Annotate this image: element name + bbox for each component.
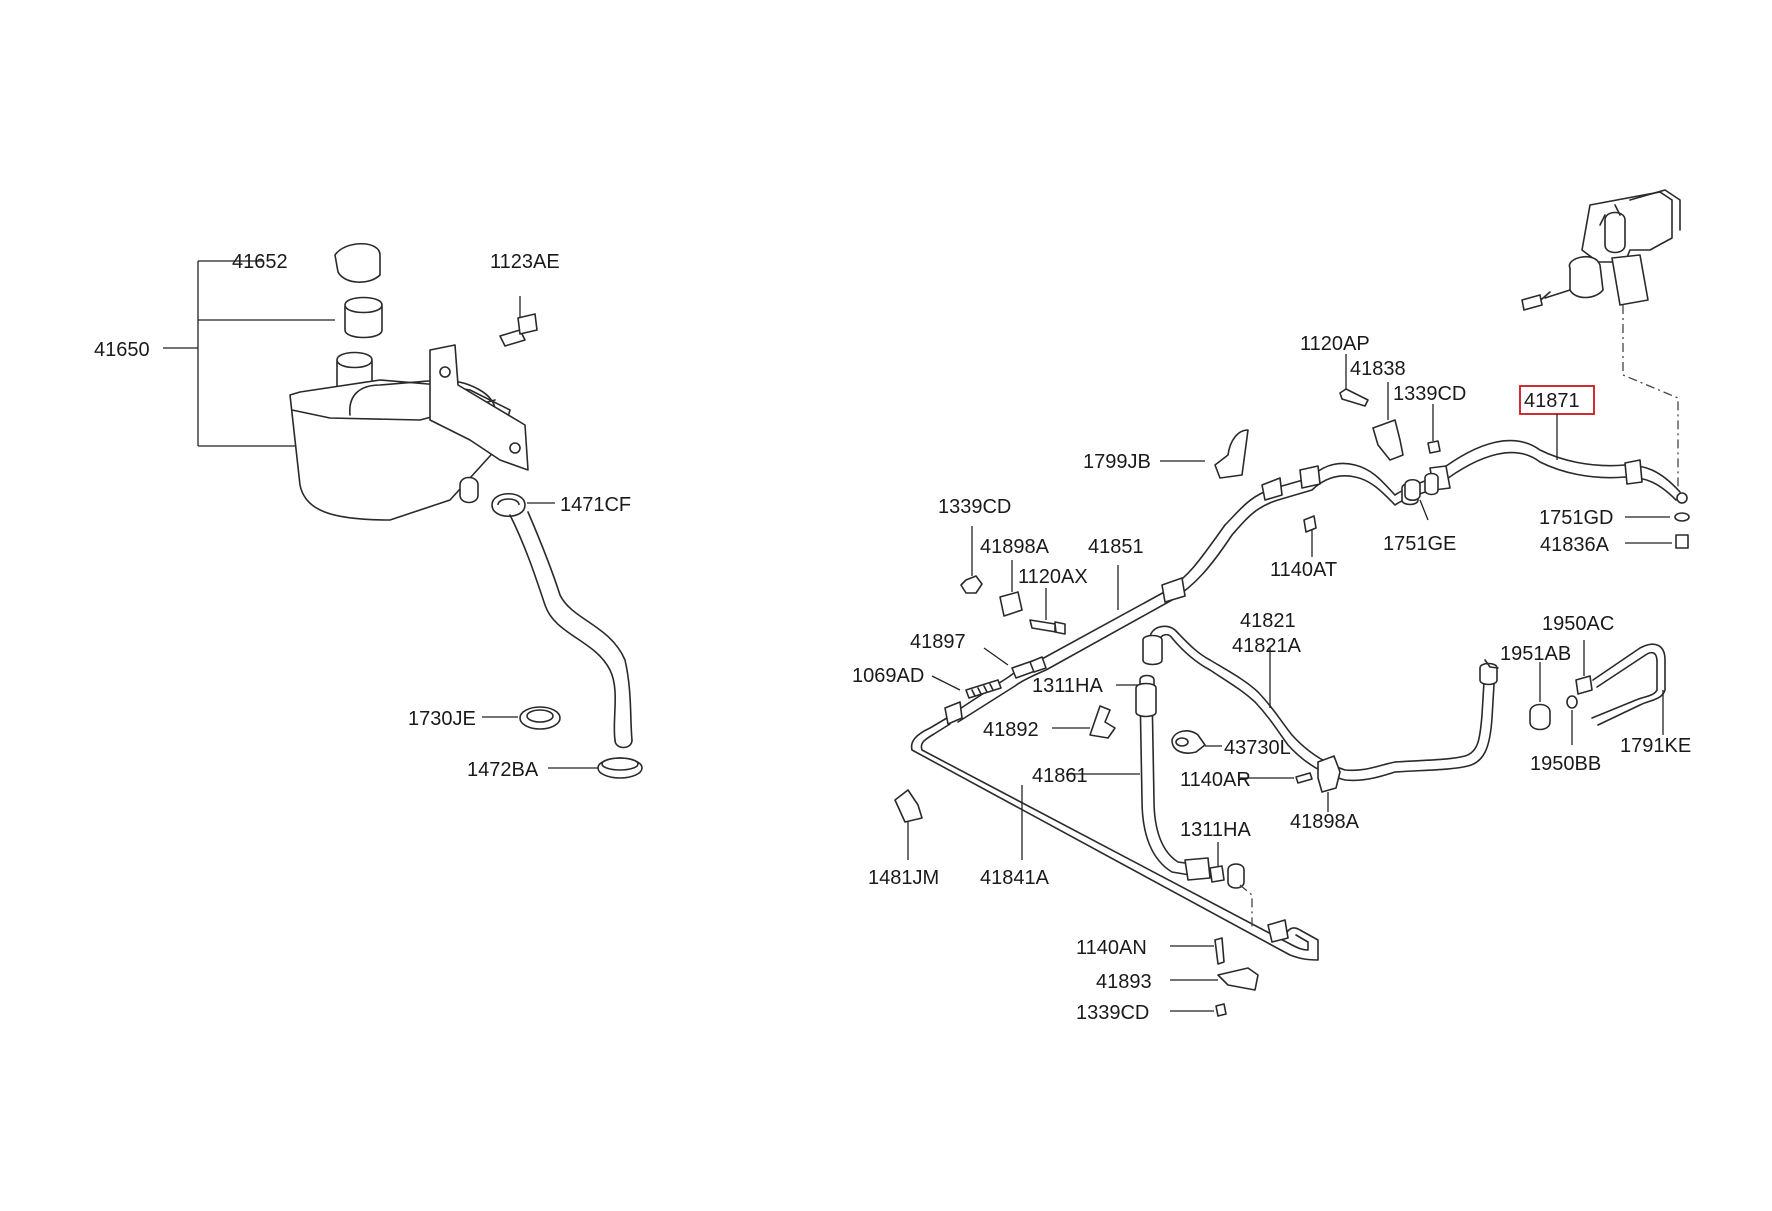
label-1950BB[interactable]: 1950BB <box>1530 753 1601 775</box>
washer-1751GD-icon[interactable] <box>1674 512 1690 522</box>
reservoir-cap-icon[interactable] <box>334 243 381 283</box>
pipe-41821 <box>1142 625 1499 782</box>
label-41838[interactable]: 41838 <box>1350 358 1406 380</box>
bolt-1140AT-icon[interactable] <box>1303 515 1317 533</box>
label-41893[interactable]: 41893 <box>1096 971 1152 993</box>
bolt-1140AR-icon[interactable] <box>1295 772 1313 784</box>
fitting-1751GE-icon[interactable] <box>1404 472 1439 502</box>
label-41897[interactable]: 41897 <box>910 631 966 653</box>
label-41871[interactable]: 41871 <box>1524 390 1580 412</box>
bolt-1120AP-icon[interactable] <box>1339 388 1369 407</box>
master-cylinder-group <box>1521 189 1681 490</box>
clamp-1471CF-icon[interactable] <box>491 492 526 518</box>
label-1730JE[interactable]: 1730JE <box>408 708 476 730</box>
label-41892[interactable]: 41892 <box>983 719 1039 741</box>
clamp-1472BA-icon[interactable] <box>597 757 643 779</box>
label-1751GE[interactable]: 1751GE <box>1383 533 1456 555</box>
label-1069AD[interactable]: 1069AD <box>852 665 924 687</box>
label-1140AN[interactable]: 1140AN <box>1076 937 1147 959</box>
label-1791KE[interactable]: 1791KE <box>1620 735 1691 757</box>
fitting-1950AC-icon[interactable] <box>1575 675 1593 695</box>
clip-41898A-b-icon[interactable] <box>1317 755 1341 793</box>
nut-1339CD-c-icon[interactable] <box>1215 1003 1227 1017</box>
label-41821A[interactable]: 41821A <box>1232 635 1302 657</box>
hose-41871 <box>1429 439 1688 504</box>
bracket-41893-icon[interactable] <box>1217 967 1259 991</box>
clip-41898A-a-icon[interactable] <box>999 591 1023 617</box>
label-1120AX[interactable]: 1120AX <box>1018 566 1088 588</box>
hose-1791KE-icon[interactable] <box>1591 643 1666 726</box>
cap-1951AB-icon[interactable] <box>1529 703 1551 731</box>
sleeve-1069AD-icon[interactable] <box>965 679 1002 699</box>
label-1311HA-b[interactable]: 1311HA <box>1180 819 1251 841</box>
bracket-41892-icon[interactable] <box>1089 705 1116 739</box>
label-41841A[interactable]: 41841A <box>980 867 1050 889</box>
nut-1339CD-a-icon[interactable] <box>1427 440 1441 454</box>
label-43730L[interactable]: 43730L <box>1224 737 1291 759</box>
label-1140AR[interactable]: 1140AR <box>1180 769 1251 791</box>
label-41861[interactable]: 41861 <box>1032 765 1088 787</box>
label-1950AC[interactable]: 1950AC <box>1542 613 1614 635</box>
bracket-41838-icon[interactable] <box>1372 419 1404 461</box>
bolt-1140AN-icon[interactable] <box>1214 937 1225 965</box>
ring-1730JE-icon[interactable] <box>519 706 561 730</box>
label-1120AP[interactable]: 1120AP <box>1300 333 1370 355</box>
grommet-43730L-icon[interactable] <box>1171 730 1206 754</box>
clip-1481JM-icon[interactable] <box>894 789 923 823</box>
clutch-master-cylinder-icon[interactable] <box>1581 191 1673 263</box>
label-41851[interactable]: 41851 <box>1088 536 1144 558</box>
label-1951AB[interactable]: 1951AB <box>1500 643 1571 665</box>
nut-1339CD-b-icon[interactable] <box>960 575 983 594</box>
label-41650[interactable]: 41650 <box>94 339 150 361</box>
bolt-1123AE-icon[interactable] <box>499 313 538 347</box>
reservoir-filter-icon[interactable] <box>344 296 383 339</box>
label-1339CD-a[interactable]: 1339CD <box>1393 383 1466 405</box>
label-1311HA-a[interactable]: 1311HA <box>1032 675 1103 697</box>
nut-1311HA-b-icon[interactable] <box>1209 865 1225 883</box>
label-1123AE[interactable]: 1123AE <box>490 251 560 273</box>
label-1799JB[interactable]: 1799JB <box>1083 451 1151 473</box>
bolt-1120AX-icon[interactable] <box>1029 619 1066 635</box>
label-1751GD[interactable]: 1751GD <box>1539 507 1614 529</box>
pipe-41851 <box>954 462 1433 723</box>
bracket-41838-group <box>1339 354 1441 461</box>
pipe-41841A <box>910 701 1319 961</box>
reservoir-hose <box>509 514 617 741</box>
label-1481JM[interactable]: 1481JM <box>868 867 939 889</box>
reservoir-bracket-icon <box>429 344 529 471</box>
label-41652[interactable]: 41652 <box>232 251 288 273</box>
part-number-labels: 41652 1123AE 41650 1471CF 1730JE 1472BA … <box>94 251 1691 1024</box>
label-1339CD-b[interactable]: 1339CD <box>938 496 1011 518</box>
fitting-41897-icon[interactable] <box>1011 656 1047 679</box>
label-1471CF[interactable]: 1471CF <box>560 494 631 516</box>
label-41898A-a[interactable]: 41898A <box>980 536 1050 558</box>
label-1339CD-c[interactable]: 1339CD <box>1076 1002 1149 1024</box>
label-41836A[interactable]: 41836A <box>1540 534 1610 556</box>
bolt-41836A-icon[interactable] <box>1675 534 1689 549</box>
clip-1799JB-icon[interactable] <box>1214 429 1249 479</box>
label-41821[interactable]: 41821 <box>1240 610 1296 632</box>
hose-41861 <box>1135 682 1211 881</box>
label-1472BA[interactable]: 1472BA <box>467 759 539 781</box>
reservoir-group <box>163 243 643 779</box>
label-41898A-b[interactable]: 41898A <box>1290 811 1360 833</box>
washer-1950BB-icon[interactable] <box>1566 695 1578 709</box>
fitting-1311HA-b-icon[interactable] <box>1227 863 1245 889</box>
label-1140AT[interactable]: 1140AT <box>1270 559 1337 581</box>
